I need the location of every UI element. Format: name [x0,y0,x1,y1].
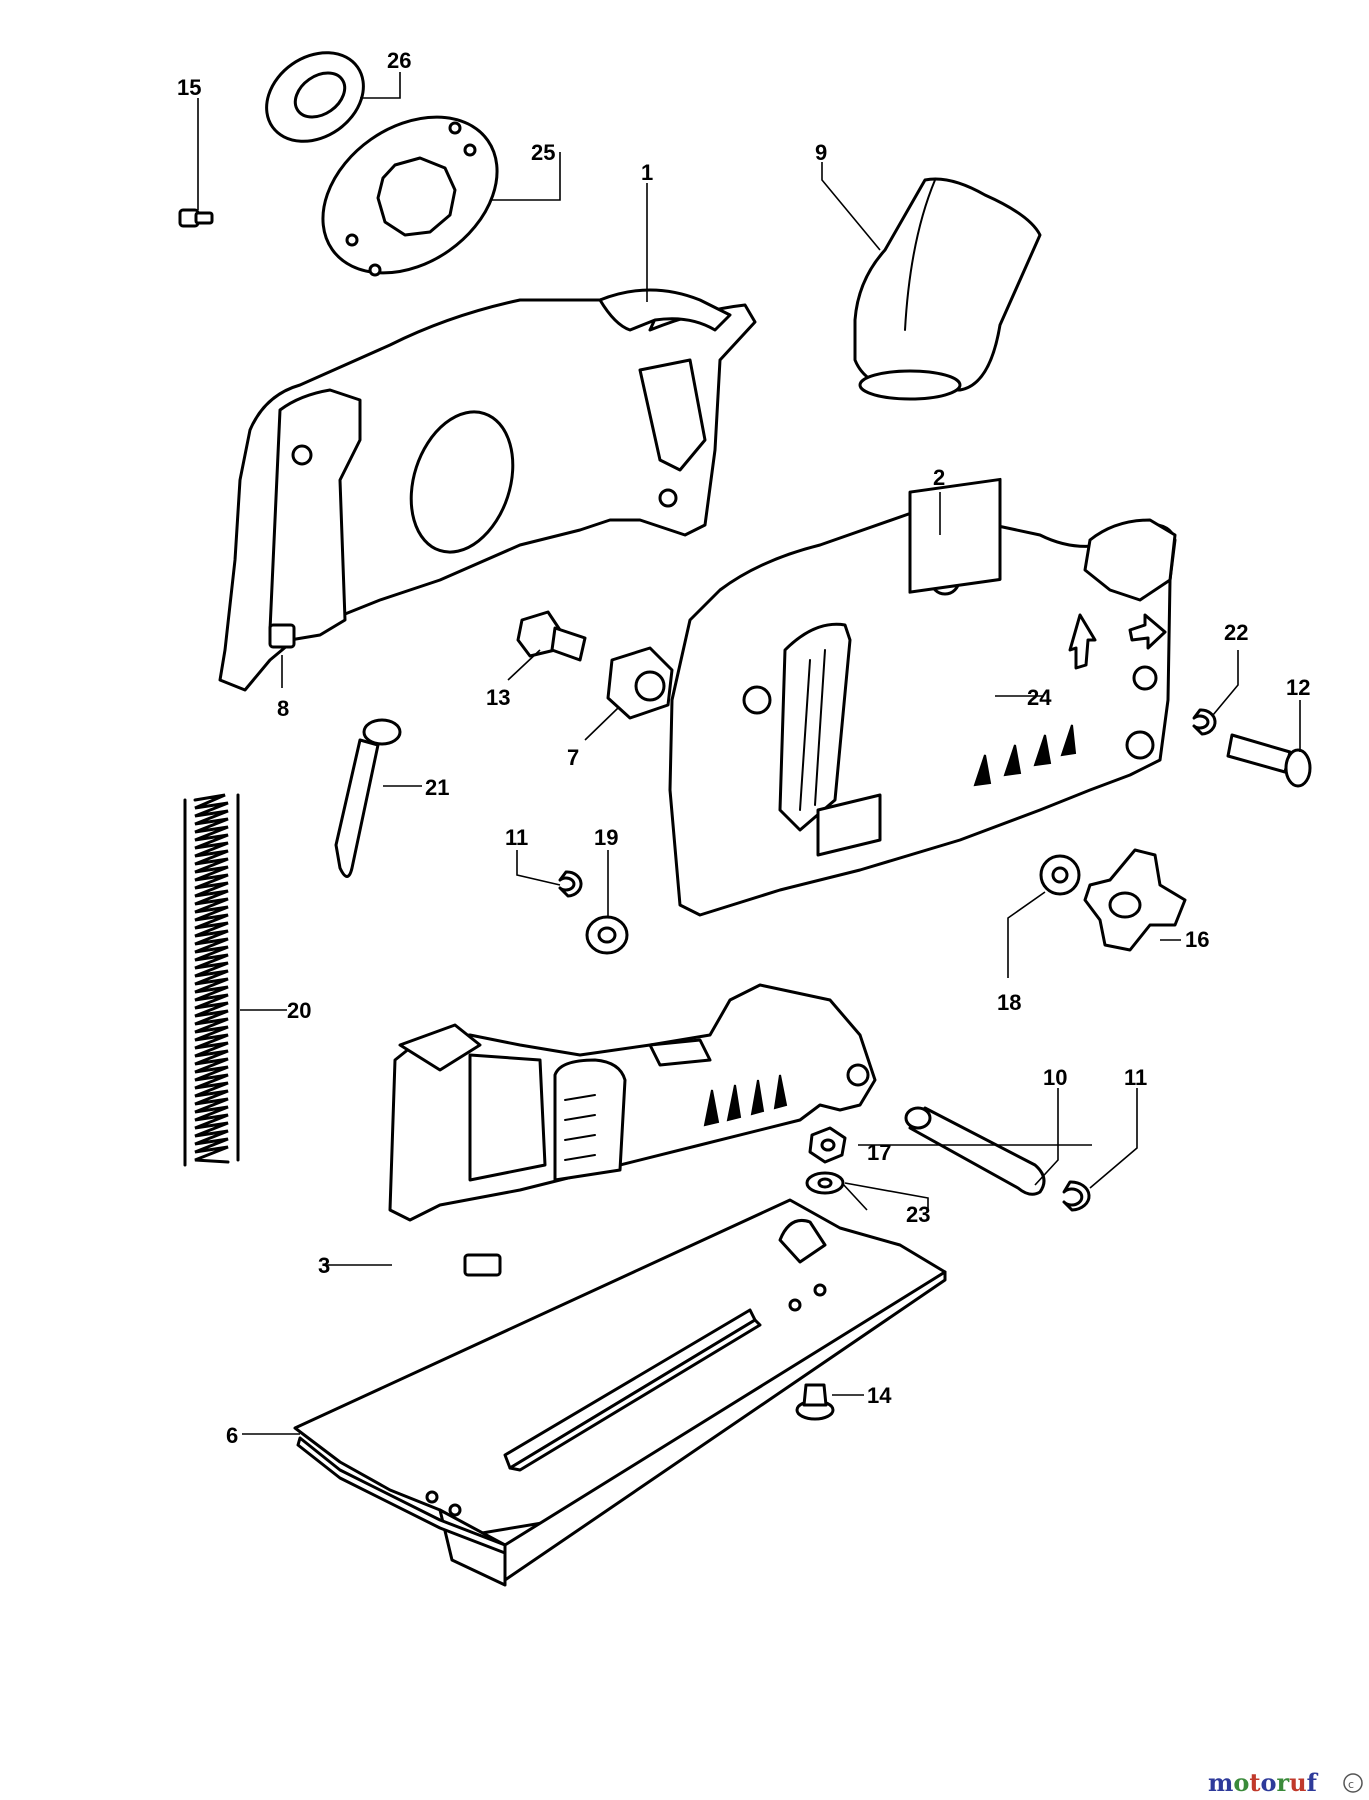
part-25-flange [321,115,499,277]
part-10-axle-pin [904,1106,1046,1196]
part-15-screw [178,208,214,228]
part-13-bolt [516,610,587,662]
part-number-labels: 15 26 25 1 9 2 8 13 7 24 22 12 21 11 19 … [177,48,1310,1448]
watermark-logo: motoruf c [1208,1768,1363,1797]
watermark-letter: f [1307,1768,1319,1797]
watermark-letter: u [1289,1768,1306,1797]
leader-lines [197,72,1301,1435]
label-15: 15 [177,75,201,100]
part-3-lower-guard [388,983,877,1277]
label-14: 14 [867,1383,892,1408]
part-22-circlip [1192,708,1217,736]
label-11-left: 11 [505,825,528,850]
label-23: 23 [906,1202,930,1227]
part-17-nut [808,1126,847,1164]
part-7-square-nut [606,646,674,720]
svg-text:motoruf: motoruf [1208,1768,1319,1797]
label-13: 13 [486,685,510,710]
part-18-washer [1039,854,1081,896]
part-6-base-plate [293,1198,947,1587]
part-11-circlip-left [558,870,583,898]
label-24: 24 [1027,685,1052,710]
part-19-washer [585,915,629,955]
copyright-circle-icon: c [1343,1773,1363,1793]
part-9-dust-nozzle [853,177,1042,401]
part-20-spring [183,793,240,1167]
label-21: 21 [425,775,449,800]
label-26: 26 [387,48,411,73]
watermark-letter: r [1277,1768,1290,1797]
label-17: 17 [867,1140,891,1165]
watermark-letter: m [1208,1768,1233,1797]
label-9: 9 [815,140,827,165]
label-10: 10 [1043,1065,1067,1090]
watermark-letter: o [1261,1768,1277,1797]
svg-text:c: c [1348,1778,1354,1791]
part-1-upper-guard [218,288,757,692]
label-3: 3 [318,1253,330,1278]
part-21-pin [334,718,402,878]
label-2: 2 [933,465,945,490]
label-19: 19 [594,825,618,850]
part-23-washer [805,1171,845,1195]
label-20: 20 [287,998,311,1023]
watermark-letter: o [1233,1768,1249,1797]
part-12-screw [1226,733,1312,788]
part-11-circlip-right [1062,1180,1091,1212]
label-16: 16 [1185,927,1209,952]
label-12: 12 [1286,675,1310,700]
part-14-screw [795,1383,835,1421]
label-11-right: 11 [1124,1065,1147,1090]
label-7: 7 [567,745,579,770]
label-25: 25 [531,140,555,165]
label-8: 8 [277,696,289,721]
label-22: 22 [1224,620,1248,645]
label-6: 6 [226,1423,238,1448]
watermark-letter: t [1249,1768,1260,1797]
part-2-side-guard [668,477,1177,917]
part-26-washer [265,51,365,143]
label-18: 18 [997,990,1021,1015]
part-16-knob [1083,848,1187,952]
label-1: 1 [641,160,653,185]
